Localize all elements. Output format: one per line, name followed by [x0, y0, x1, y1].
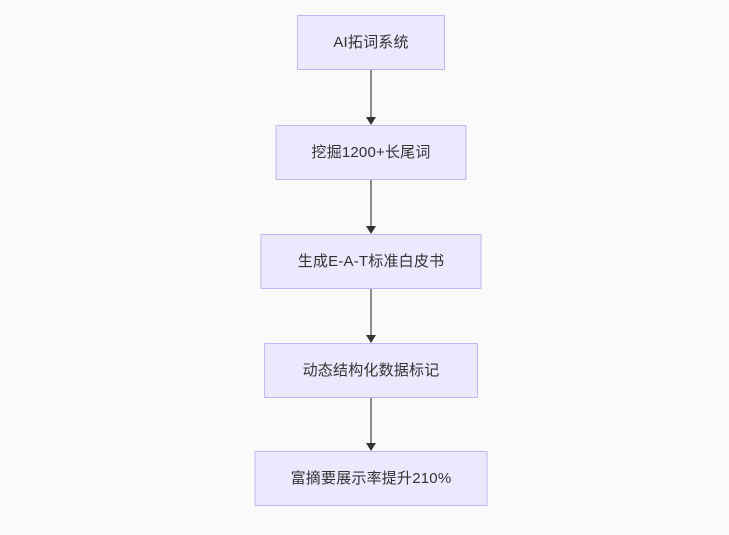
flow-edge-3 [365, 289, 377, 343]
flow-node-generate-eat-whitepaper[interactable]: 生成E-A-T标准白皮书 [260, 234, 482, 289]
flow-node-label: 生成E-A-T标准白皮书 [297, 253, 445, 270]
arrowhead-down-icon [366, 117, 376, 125]
flow-edge-1 [365, 70, 377, 125]
flow-node-label: 动态结构化数据标记 [302, 362, 440, 379]
flow-node-rich-snippet-impression-lift[interactable]: 富摘要展示率提升210% [254, 451, 488, 506]
flow-node-mine-longtail-keywords[interactable]: 挖掘1200+长尾词 [275, 125, 467, 180]
flow-node-label: AI拓词系统 [333, 34, 409, 51]
flow-node-dynamic-structured-data-markup[interactable]: 动态结构化数据标记 [264, 343, 478, 398]
flow-node-label: 挖掘1200+长尾词 [311, 144, 431, 161]
arrowhead-down-icon [366, 335, 376, 343]
edge-line [370, 180, 372, 227]
flow-node-ai-keyword-system[interactable]: AI拓词系统 [297, 15, 445, 70]
flow-edge-4 [365, 398, 377, 451]
edge-line [370, 398, 372, 444]
edge-line [370, 289, 372, 336]
flow-edge-2 [365, 180, 377, 234]
arrowhead-down-icon [366, 443, 376, 451]
edge-line [370, 70, 372, 118]
arrowhead-down-icon [366, 226, 376, 234]
flow-node-label: 富摘要展示率提升210% [290, 470, 452, 487]
